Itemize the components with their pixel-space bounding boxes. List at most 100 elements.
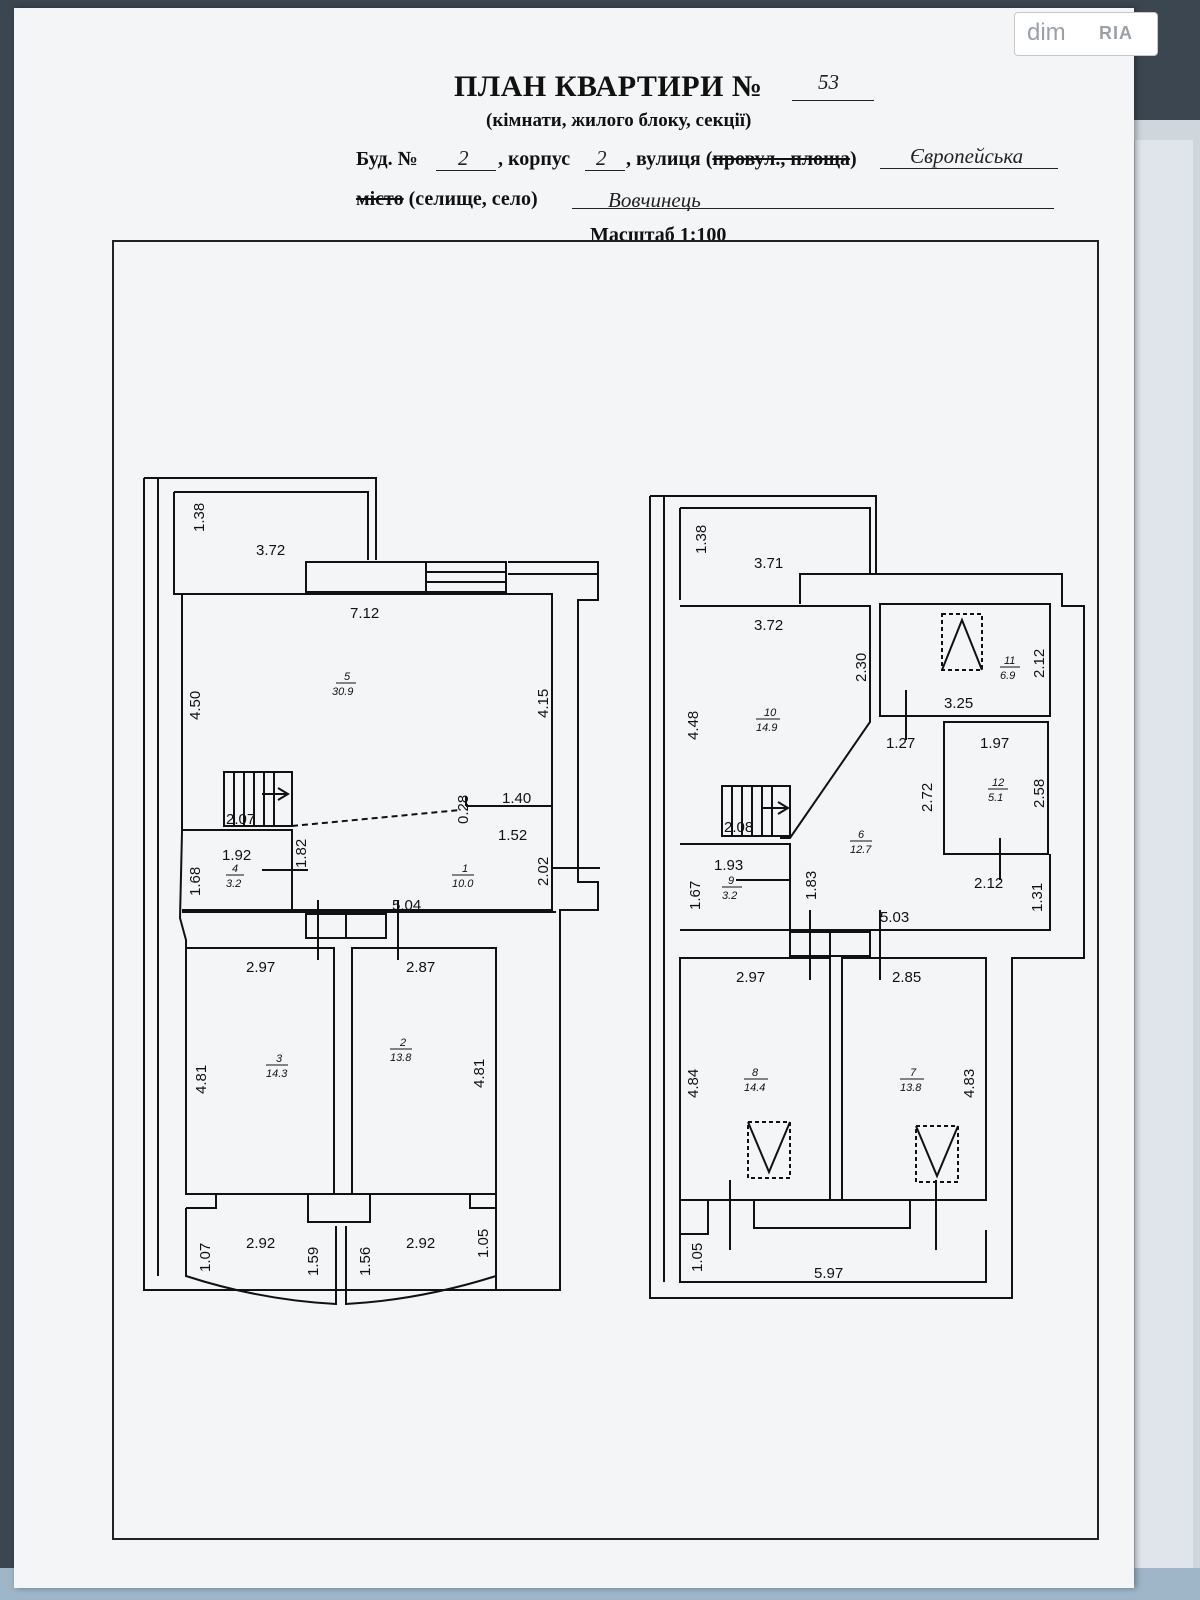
dim-label: 2.58 (1031, 779, 1048, 808)
room-number: 10 (764, 707, 777, 719)
dim-label: 3.25 (944, 695, 973, 712)
dim-label: 2.02 (535, 857, 552, 886)
room-area: 14.4 (744, 1082, 765, 1094)
dim-label: 1.52 (498, 827, 527, 844)
document-sheet (14, 8, 1134, 1588)
dim-label: 4.15 (535, 689, 552, 718)
logo-badge: RIA (1099, 23, 1133, 43)
provul-label: провул., площа (712, 148, 850, 170)
bud-underline (436, 170, 496, 171)
bud-value: 2 (458, 146, 469, 170)
dim-label: 1.82 (293, 839, 310, 868)
apartment-number: 53 (818, 70, 839, 94)
selo-label: (селище, село) (403, 188, 538, 210)
room-area: 12.7 (850, 844, 872, 856)
korpus-underline (585, 170, 625, 171)
dim-label: 2.08 (724, 819, 753, 836)
logo-text: dim (1027, 19, 1066, 46)
room-area: 5.1 (988, 792, 1003, 804)
dim-label: 1.97 (980, 735, 1009, 752)
room-area: 30.9 (332, 686, 353, 698)
dim-label: 2.12 (974, 875, 1003, 892)
dim-label: 0.28 (455, 795, 472, 824)
dim-label: 1.05 (689, 1243, 706, 1272)
dim-label: 1.59 (305, 1247, 322, 1276)
city-underline (572, 208, 1054, 209)
room-area: 13.8 (390, 1052, 412, 1064)
korpus-label: , корпус (498, 148, 571, 170)
room-area: 13.8 (900, 1082, 922, 1094)
dim-label: 3.71 (754, 555, 783, 572)
background-sheet-inner (1134, 140, 1193, 1590)
room-area: 14.3 (266, 1068, 288, 1080)
dim-label: 5.97 (814, 1265, 843, 1282)
dim-label: 4.84 (685, 1069, 702, 1098)
room-number: 11 (1004, 655, 1015, 667)
room-area: 14.9 (756, 722, 777, 734)
room-number: 4 (232, 863, 238, 875)
dim-label: 2.92 (246, 1235, 275, 1252)
dim-label: 1.27 (886, 735, 915, 752)
dim-label: 5.04 (392, 897, 421, 914)
room-number: 2 (399, 1037, 406, 1049)
dim-label: 1.83 (803, 871, 820, 900)
dim-label: 4.81 (193, 1065, 210, 1094)
dim-label: 1.56 (357, 1247, 374, 1276)
room-number: 8 (752, 1067, 759, 1079)
vulytsia-label: , вулиця ( (626, 148, 713, 170)
room-area: 10.0 (452, 878, 474, 890)
dim-label: 7.12 (350, 605, 379, 622)
dim-label: 2.85 (892, 969, 921, 986)
address-line: Буд. № (356, 148, 418, 171)
left-outer-wall (143, 477, 599, 1291)
plan-frame (112, 240, 1099, 1540)
dim-label: 4.81 (471, 1059, 488, 1088)
room-area: 6.9 (1000, 670, 1015, 682)
dim-label: 2.72 (919, 783, 936, 812)
room-number: 7 (910, 1067, 917, 1079)
apartment-number-underline (792, 100, 874, 101)
dim-label: 4.50 (187, 691, 204, 720)
dim-label: 2.30 (853, 653, 870, 682)
close-paren: ) (850, 148, 857, 170)
room-number: 5 (344, 671, 351, 683)
dim-label: 1.40 (502, 790, 531, 807)
room-number: 9 (728, 875, 734, 887)
dim-label: 3.72 (256, 542, 285, 559)
misto-label: місто (356, 188, 404, 210)
room-number: 6 (858, 829, 865, 841)
dim-label: 1.38 (693, 525, 710, 554)
bud-label: Буд. № (356, 148, 418, 170)
room-number: 12 (992, 777, 1004, 789)
room-number: 3 (276, 1053, 283, 1065)
right-outer-wall (649, 495, 1085, 1299)
dim-label: 4.83 (961, 1069, 978, 1098)
room-area: 3.2 (722, 890, 737, 902)
room-area: 3.2 (226, 878, 241, 890)
plan-subtitle: (кімнати, жилого блоку, секції) (486, 110, 752, 131)
street-underline (880, 168, 1058, 169)
dim-label: 1.92 (222, 847, 251, 864)
dim-ria-logo: dim RIA (1014, 12, 1158, 56)
dim-label: 1.93 (714, 857, 743, 874)
dim-label: 3.72 (754, 617, 783, 634)
dim-label: 2.97 (736, 969, 765, 986)
dim-label: 2.87 (406, 959, 435, 976)
korpus-value: 2 (596, 146, 607, 170)
dim-label: 5.03 (880, 909, 909, 926)
city-line: місто (селище, село) (356, 188, 538, 211)
dim-label: 1.68 (187, 867, 204, 896)
street-label: , вулиця (провул., площа) (626, 148, 857, 171)
dim-label: 1.38 (191, 503, 208, 532)
dim-label: 1.05 (475, 1229, 492, 1258)
plan-title: ПЛАН КВАРТИРИ № (454, 70, 763, 103)
dim-label: 2.07 (226, 811, 255, 828)
room-number: 1 (462, 863, 468, 875)
dim-label: 1.07 (197, 1243, 214, 1272)
dim-label: 1.67 (687, 881, 704, 910)
dim-label: 2.12 (1031, 649, 1048, 678)
street-value: Європейська (910, 144, 1024, 168)
dim-label: 2.97 (246, 959, 275, 976)
